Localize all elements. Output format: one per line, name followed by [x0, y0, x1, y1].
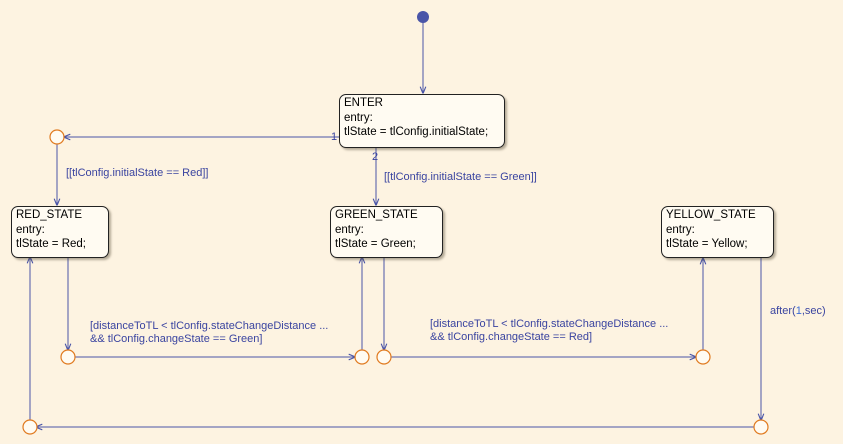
condition-line: && tlConfig.changeState == Red]	[430, 331, 593, 343]
after-number: 1	[795, 305, 802, 317]
state-entry-label: entry:	[344, 111, 373, 124]
after-suffix: ,sec)	[801, 305, 826, 317]
condition-line: [distanceToTL < tlConfig.stateChangeDist…	[90, 320, 329, 332]
state-yellow[interactable]: YELLOW_STATE entry: tlState = Yellow;	[661, 206, 774, 258]
after-prefix: after(	[770, 305, 796, 317]
condition-green-to-yellow[interactable]: [distanceToTL < tlConfig.stateChangeDist…	[430, 318, 668, 344]
state-entry-label: entry:	[16, 223, 45, 236]
default-transition-dot	[417, 11, 429, 23]
event-after-timer[interactable]: after(1,sec)	[770, 305, 826, 318]
condition-initial-red[interactable]: [[tlConfig.initialState == Red]]	[66, 167, 209, 179]
junction-bottom-left[interactable]	[22, 419, 38, 435]
state-green[interactable]: GREEN_STATE entry: tlState = Green;	[330, 206, 443, 258]
state-red[interactable]: RED_STATE entry: tlState = Red;	[11, 206, 109, 258]
state-name: RED_STATE	[16, 209, 83, 221]
state-name: YELLOW_STATE	[666, 209, 756, 221]
state-name: GREEN_STATE	[335, 209, 418, 221]
state-entry-action: tlState = Yellow;	[666, 238, 748, 250]
condition-line: && tlConfig.changeState == Green]	[90, 333, 263, 345]
state-entry-action: tlState = Green;	[335, 238, 416, 250]
junction-green-entry[interactable]	[354, 349, 370, 365]
junction-top-left[interactable]	[49, 129, 65, 145]
state-enter[interactable]: ENTER entry: tlState = tlConfig.initialS…	[339, 94, 505, 148]
state-entry-action: tlState = tlConfig.initialState;	[344, 126, 489, 138]
state-name: ENTER	[344, 97, 383, 109]
junction-green-exit[interactable]	[376, 349, 392, 365]
state-entry-label: entry:	[666, 223, 695, 236]
junction-bottom-right[interactable]	[753, 419, 769, 435]
junction-red-exit[interactable]	[60, 349, 76, 365]
priority-label-1: 1	[331, 131, 338, 143]
state-entry-label: entry:	[335, 223, 364, 236]
condition-initial-green[interactable]: [[tlConfig.initialState == Green]]	[384, 171, 537, 183]
priority-label-2: 2	[372, 151, 379, 163]
condition-line: [distanceToTL < tlConfig.stateChangeDist…	[430, 318, 669, 330]
junction-yellow-entry[interactable]	[695, 349, 711, 365]
state-entry-action: tlState = Red;	[16, 238, 86, 250]
condition-red-to-green[interactable]: [distanceToTL < tlConfig.stateChangeDist…	[90, 320, 328, 346]
